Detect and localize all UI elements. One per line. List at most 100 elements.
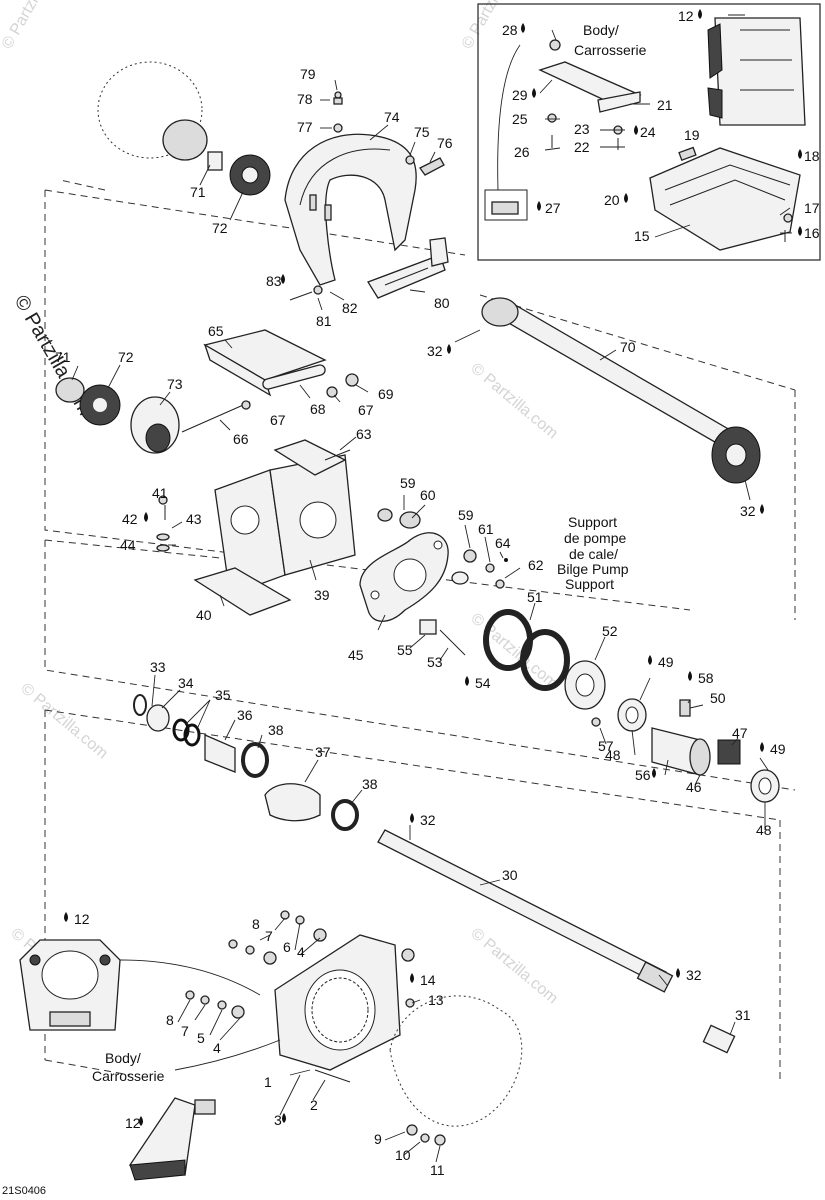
part-12-ramp bbox=[128, 1097, 216, 1181]
callout-39: 39 bbox=[314, 587, 330, 603]
note-bilge-pump-support: Support de pompe de cale/ Bilge Pump Sup… bbox=[557, 514, 629, 592]
part-65-bracket bbox=[203, 329, 327, 397]
drop-icon bbox=[798, 149, 802, 159]
callout-2: 2 bbox=[310, 1097, 318, 1113]
svg-text:de cale/: de cale/ bbox=[569, 546, 618, 562]
drop-icon bbox=[64, 912, 68, 922]
seal-kit bbox=[133, 694, 359, 831]
callout-28: 28 bbox=[502, 22, 518, 38]
callout-52: 52 bbox=[602, 623, 618, 639]
callout-56: 56 bbox=[635, 767, 651, 783]
part-12-plate bbox=[707, 17, 806, 126]
callout-10: 10 bbox=[395, 1147, 411, 1163]
note-body-top: Body/ Carrosserie bbox=[574, 22, 647, 58]
callout-44: 44 bbox=[120, 537, 136, 553]
drop-icon bbox=[410, 973, 414, 983]
lubricant-drop-icons bbox=[64, 9, 802, 1126]
part-27-clip bbox=[484, 189, 528, 221]
callout-21: 21 bbox=[657, 97, 673, 113]
callout-76: 76 bbox=[437, 135, 453, 151]
callout-13: 13 bbox=[428, 992, 444, 1008]
callout-67-left: 67 bbox=[270, 412, 286, 428]
callout-63: 63 bbox=[356, 426, 372, 442]
callout-12-bottom-left: 12 bbox=[74, 911, 90, 927]
leader-lines bbox=[71, 14, 792, 1163]
callout-33: 33 bbox=[150, 659, 166, 675]
callout-38-bottom: 38 bbox=[362, 776, 378, 792]
drop-icon bbox=[410, 813, 414, 823]
part-51-seals bbox=[483, 609, 606, 710]
drop-icon bbox=[634, 125, 638, 135]
callout-19: 19 bbox=[684, 127, 700, 143]
callout-45: 45 bbox=[348, 647, 364, 663]
drop-icon bbox=[760, 742, 764, 752]
callout-14: 14 bbox=[420, 972, 436, 988]
part-39-support bbox=[193, 439, 356, 616]
callout-17: 17 bbox=[804, 200, 820, 216]
callout-32-right: 32 bbox=[740, 503, 756, 519]
callout-83: 83 bbox=[266, 273, 282, 289]
callouts: 28 29 21 25 26 23 22 24 12 19 18 20 17 1… bbox=[55, 8, 820, 1178]
part-12-nozzle-plate bbox=[19, 939, 121, 1031]
inset-box bbox=[477, 3, 821, 261]
callout-32-shaft: 32 bbox=[420, 812, 436, 828]
svg-text:© Partzilla.com: © Partzilla.com bbox=[17, 680, 111, 762]
drop-icon bbox=[282, 1113, 286, 1123]
callout-49-right: 49 bbox=[770, 741, 786, 757]
drop-icon bbox=[532, 88, 536, 98]
drop-icon bbox=[698, 9, 702, 19]
callout-9: 9 bbox=[374, 1131, 382, 1147]
callout-12-bottom: 12 bbox=[125, 1115, 141, 1131]
callout-61: 61 bbox=[478, 521, 494, 537]
callout-23: 23 bbox=[574, 121, 590, 137]
drop-icon bbox=[652, 768, 656, 778]
callout-40: 40 bbox=[196, 607, 212, 623]
callout-73: 73 bbox=[167, 376, 183, 392]
callout-18: 18 bbox=[804, 148, 820, 164]
callout-32-upper: 32 bbox=[427, 343, 443, 359]
callout-60: 60 bbox=[420, 487, 436, 503]
callout-4-bottom: 4 bbox=[213, 1040, 221, 1056]
drop-icon bbox=[648, 655, 652, 665]
callout-72-mid: 72 bbox=[118, 349, 134, 365]
callout-50: 50 bbox=[710, 690, 726, 706]
note-body-bottom: Body/ Carrosserie bbox=[92, 1050, 165, 1084]
drop-icon bbox=[676, 968, 680, 978]
callout-6: 6 bbox=[283, 939, 291, 955]
callout-59-mid: 59 bbox=[458, 507, 474, 523]
callout-57: 57 bbox=[598, 738, 614, 754]
svg-text:Carrosserie: Carrosserie bbox=[92, 1068, 165, 1084]
svg-text:© Partzilla.com: © Partzilla.com bbox=[0, 0, 67, 52]
svg-text:© Partzilla.com: © Partzilla.com bbox=[467, 925, 561, 1007]
callout-54: 54 bbox=[475, 675, 491, 691]
callout-16: 16 bbox=[804, 225, 820, 241]
callout-25: 25 bbox=[512, 111, 528, 127]
callout-67-right: 67 bbox=[358, 402, 374, 418]
callout-58: 58 bbox=[698, 670, 714, 686]
callout-51: 51 bbox=[527, 589, 543, 605]
callout-69: 69 bbox=[378, 386, 394, 402]
callout-49-top: 49 bbox=[658, 654, 674, 670]
drop-icon bbox=[688, 671, 692, 681]
callout-5: 5 bbox=[197, 1030, 205, 1046]
callout-80: 80 bbox=[434, 295, 450, 311]
callout-20: 20 bbox=[604, 192, 620, 208]
callout-31: 31 bbox=[735, 1007, 751, 1023]
drop-icon bbox=[447, 344, 451, 354]
svg-text:© Partzilla.com: © Partzilla.com bbox=[467, 360, 561, 442]
callout-3: 3 bbox=[274, 1112, 282, 1128]
callout-75: 75 bbox=[414, 124, 430, 140]
callout-47: 47 bbox=[732, 725, 748, 741]
part-72-coupler bbox=[229, 154, 271, 196]
callout-68: 68 bbox=[310, 401, 326, 417]
drop-icon bbox=[139, 1116, 143, 1126]
callout-8-bottom: 8 bbox=[166, 1012, 174, 1028]
callout-65: 65 bbox=[208, 323, 224, 339]
callout-30: 30 bbox=[502, 867, 518, 883]
svg-text:Carrosserie: Carrosserie bbox=[574, 42, 647, 58]
callout-36: 36 bbox=[237, 707, 253, 723]
drop-icon bbox=[798, 226, 802, 236]
drop-icon bbox=[144, 512, 148, 522]
drop-icon bbox=[521, 23, 525, 33]
